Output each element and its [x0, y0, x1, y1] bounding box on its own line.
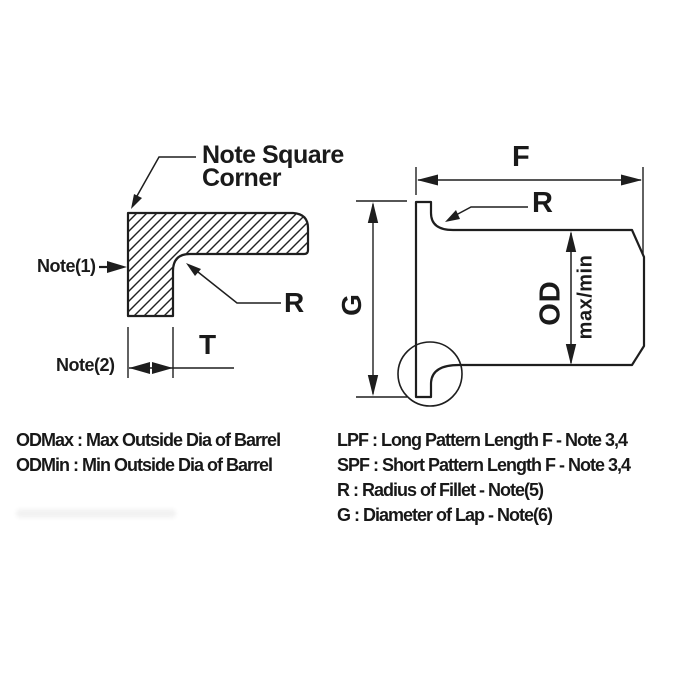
- cross-section-figure: [99, 156, 310, 378]
- stub-end-figure: [356, 167, 646, 407]
- detail-circle: [397, 341, 463, 407]
- t-arrowhead-left: [129, 362, 150, 374]
- watermark-ghost: [16, 509, 176, 518]
- legend-odmin: ODMin : Min Outside Dia of Barrel: [16, 455, 273, 475]
- fillet-radius-label-left: R: [284, 287, 304, 318]
- f-arrowhead-right: [621, 174, 642, 186]
- square-corner-callout-line1: Note Square: [202, 141, 344, 169]
- lap-diameter-label: G: [336, 294, 367, 316]
- legend-spf: SPF : Short Pattern Length F - Note 3,4: [337, 455, 631, 475]
- fillet-leader-line-right: [455, 206, 528, 216]
- thickness-label: T: [199, 329, 216, 360]
- stub-end-outline: [414, 200, 646, 399]
- square-corner-leader-line: [136, 156, 196, 197]
- square-corner-callout-line2: Corner: [202, 164, 281, 192]
- pattern-length-label: F: [512, 141, 530, 173]
- legend-r: R : Radius of Fillet - Note(5): [337, 480, 544, 500]
- fillet-radius-label-right: R: [532, 187, 553, 219]
- fillet-leader-line-left: [197, 271, 281, 304]
- note1-label: Note(1): [37, 256, 96, 276]
- square-corner-callout: Note Square Corner: [202, 141, 344, 192]
- t-arrowhead-right: [152, 362, 173, 374]
- square-corner-arrowhead: [131, 194, 142, 209]
- legend-lpf: LPF : Long Pattern Length F - Note 3,4: [337, 430, 628, 450]
- note1-arrowhead: [107, 261, 127, 273]
- od-arrowhead-bottom: [565, 344, 577, 365]
- g-arrowhead-top: [367, 202, 379, 223]
- g-arrowhead-bottom: [367, 375, 379, 396]
- fillet-arrowhead-left: [186, 263, 201, 276]
- cross-section-shape: [126, 211, 310, 318]
- od-tolerance-label: max/min: [574, 254, 597, 340]
- od-arrowhead-top: [565, 231, 577, 252]
- outside-diameter-label: OD: [534, 280, 567, 326]
- f-arrowhead-left: [417, 174, 438, 186]
- note2-label: Note(2): [56, 355, 115, 375]
- fillet-arrowhead-right: [445, 210, 460, 222]
- legend-odmax: ODMax : Max Outside Dia of Barrel: [16, 430, 281, 450]
- legend-g: G : Diameter of Lap - Note(6): [337, 505, 553, 525]
